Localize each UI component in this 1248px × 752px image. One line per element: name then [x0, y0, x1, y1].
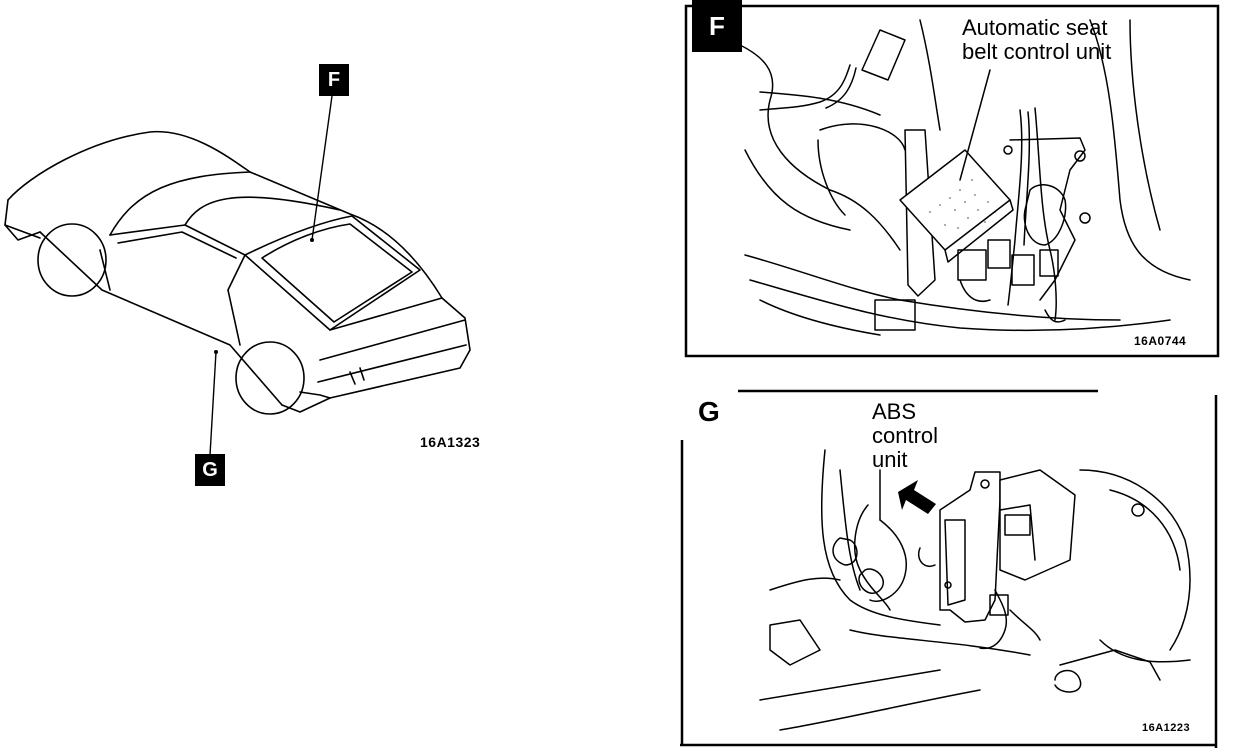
car-tag-f: F: [319, 64, 349, 96]
leader-dot-g: [214, 350, 218, 354]
panel-f-tag: F: [692, 0, 742, 52]
panel-g-caption-line2: control: [872, 423, 939, 448]
panel-g-caption-line1: ABS: [872, 399, 917, 424]
car-figure-code: 16A1323: [420, 434, 481, 450]
panel-g-figure-code: 16A1223: [1142, 722, 1191, 734]
panel-g-tag: G: [698, 396, 720, 427]
panel-f-figure-code: 16A0744: [1134, 334, 1187, 348]
leader-dot-f: [310, 238, 314, 242]
abs-arrow: [898, 480, 936, 514]
car-tag-g: G: [195, 454, 225, 486]
panel-f-caption-line1: Automatic seat: [962, 15, 1108, 40]
panel-f-caption-line2: belt control unit: [962, 39, 1112, 64]
panel-g-caption-line3: unit: [872, 447, 908, 472]
